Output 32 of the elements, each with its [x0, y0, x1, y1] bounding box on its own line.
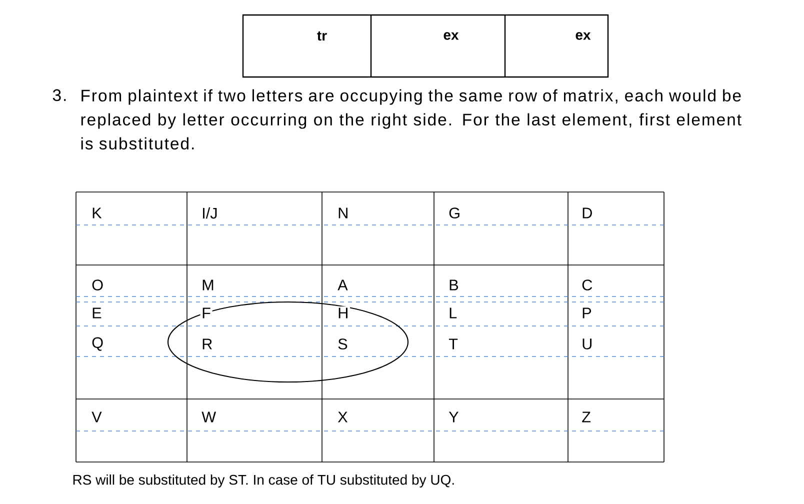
cell-letter: B: [447, 278, 460, 292]
cell-letter: N: [336, 206, 350, 220]
note-text: RS will be substituted by ST. In case of TU substituted by UQ.: [73, 474, 454, 488]
cell-letter: F: [200, 306, 212, 320]
cell-letter: E: [90, 306, 104, 320]
cell-letter: U: [580, 337, 594, 351]
cell-text: ex: [576, 32, 591, 40]
cell-letter: D: [580, 206, 594, 220]
cell-letter: P: [580, 306, 594, 320]
cell-letter: X: [336, 410, 350, 424]
cell-letter: R: [200, 337, 214, 351]
cell-letter: Q: [90, 336, 105, 352]
cell-text: tr: [317, 31, 327, 41]
list-number: 3.: [52, 89, 66, 102]
cell-letter: I/J: [200, 206, 220, 220]
cell-letter: K: [90, 206, 104, 220]
cell-letter: O: [90, 278, 105, 292]
highlight-ellipse: [167, 301, 409, 383]
cell-letter: A: [336, 278, 350, 292]
cell-letter: L: [447, 306, 458, 320]
cell-letter: S: [336, 337, 350, 351]
cell-letter: H: [336, 306, 350, 320]
paragraph: From plaintext if two letters are occupying the same row of matrix, each would be replaced by letter occurring on the right side. For the last element, first element is substituted.: [81, 89, 742, 150]
cell-letter: T: [447, 337, 460, 351]
cell-letter: Y: [447, 410, 460, 424]
cell-letter: M: [200, 278, 216, 292]
cell-letter: Z: [580, 410, 592, 424]
cell-letter: C: [580, 278, 594, 292]
cell-text: ex: [444, 32, 459, 40]
cell-letter: V: [90, 410, 104, 424]
cell-letter: W: [200, 410, 218, 424]
cell-letter: G: [447, 206, 462, 220]
